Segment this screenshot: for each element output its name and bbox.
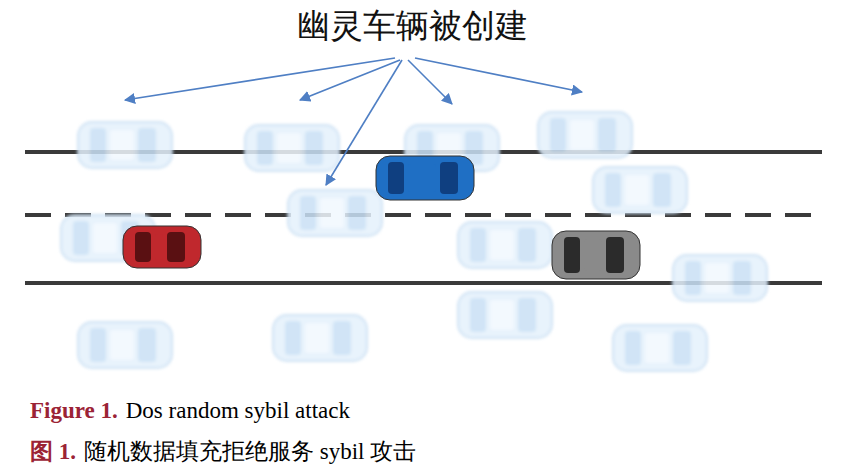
car-body — [458, 292, 552, 338]
callout-title: 幽灵车辆被创建 — [297, 4, 528, 49]
car-window — [388, 162, 404, 194]
car-roof — [320, 198, 344, 228]
car-window — [257, 131, 273, 165]
figure-number: 图 1. — [30, 436, 76, 467]
gray-car — [552, 231, 640, 279]
ghost-car — [61, 215, 155, 261]
car-body — [673, 255, 767, 301]
car-window — [550, 118, 566, 152]
figure-caption: Figure 1. Dos random sybil attack — [30, 398, 350, 424]
car-window — [300, 196, 316, 230]
car-window — [470, 228, 486, 262]
leader-arrow — [408, 60, 452, 104]
ghost-car — [273, 315, 367, 361]
car-window — [167, 232, 185, 262]
car-roof — [110, 330, 134, 360]
car-roof — [305, 323, 329, 353]
car-roof — [570, 120, 594, 150]
ghost-car — [78, 122, 172, 168]
car-body — [78, 322, 172, 368]
car-body — [613, 325, 707, 371]
car-window — [625, 331, 641, 365]
car-window — [733, 261, 751, 295]
car-roof — [93, 223, 117, 253]
car-roof — [110, 130, 134, 160]
car-window — [90, 128, 106, 162]
car-roof — [490, 230, 514, 260]
car-body — [61, 215, 155, 261]
car-window — [598, 118, 616, 152]
blue-car — [376, 156, 474, 200]
car-roof — [645, 333, 669, 363]
car-roof — [277, 133, 301, 163]
caption-text: Dos random sybil attack — [126, 398, 350, 424]
car-window — [685, 261, 701, 295]
car-window — [135, 232, 151, 262]
ghost-car — [673, 255, 767, 301]
car-window — [73, 221, 89, 255]
car-roof — [408, 164, 436, 192]
car-body — [538, 112, 632, 158]
car-window — [673, 331, 691, 365]
car-body — [273, 315, 367, 361]
car-body — [552, 231, 640, 279]
leader-arrow — [300, 60, 400, 100]
car-roof — [155, 234, 163, 260]
car-roof — [625, 175, 649, 205]
car-window — [348, 196, 366, 230]
leader-arrows — [125, 58, 582, 185]
car-body — [593, 167, 687, 213]
car-window — [138, 128, 156, 162]
red-car — [123, 226, 201, 268]
car-roof — [705, 263, 729, 293]
car-window — [470, 298, 486, 332]
car-body — [123, 226, 201, 268]
ghost-car — [613, 325, 707, 371]
car-body — [78, 122, 172, 168]
car-window — [138, 328, 156, 362]
car-body — [376, 156, 474, 200]
ghost-car — [593, 167, 687, 213]
car-body — [458, 222, 552, 268]
car-roof — [584, 239, 602, 271]
car-window — [606, 237, 624, 273]
car-window — [564, 237, 580, 273]
car-window — [653, 173, 671, 207]
car-window — [285, 321, 301, 355]
car-window — [518, 298, 536, 332]
car-window — [440, 162, 458, 194]
car-body — [288, 190, 382, 236]
car-window — [605, 173, 621, 207]
ghost-car — [538, 112, 632, 158]
ghost-car — [78, 322, 172, 368]
ghost-car — [458, 292, 552, 338]
car-window — [90, 328, 106, 362]
figure-number: Figure 1. — [30, 398, 118, 424]
car-window — [333, 321, 351, 355]
figure-caption: 图 1. 随机数据填充拒绝服务 sybil 攻击 — [30, 436, 416, 467]
car-window — [518, 228, 536, 262]
ghost-car — [245, 125, 339, 171]
leader-arrow — [415, 58, 582, 92]
ghost-car — [288, 190, 382, 236]
car-window — [305, 131, 323, 165]
leader-arrow — [326, 60, 402, 185]
ghost-car — [458, 222, 552, 268]
car-roof — [490, 300, 514, 330]
caption-text: 随机数据填充拒绝服务 sybil 攻击 — [84, 436, 416, 467]
car-body — [245, 125, 339, 171]
